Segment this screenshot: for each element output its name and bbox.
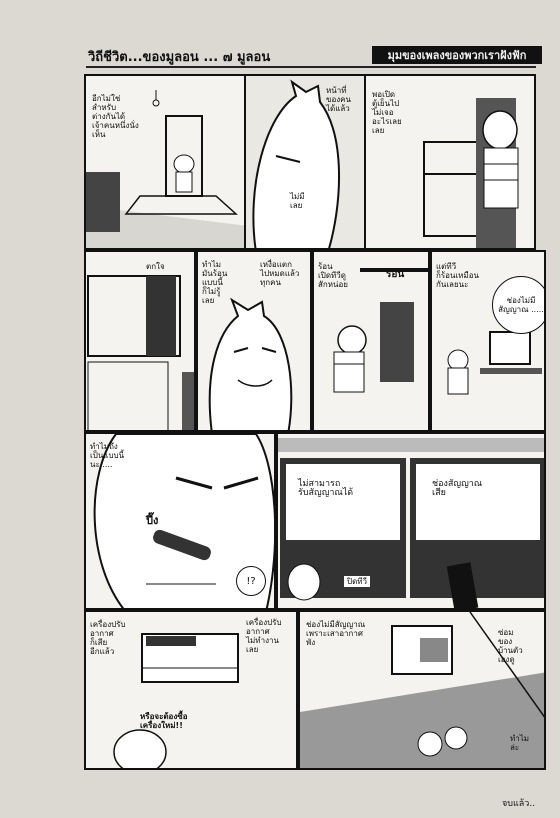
angry-cat-closeup (93, 434, 274, 608)
panel-8: ทำไมถึง เป็นแบบนี้ นะ..... ปึ๊ง !? (84, 432, 276, 610)
panel-10-text: เครื่องปรับ อากาศ ก็เสีย อีกแล้ว (90, 620, 126, 656)
kitchen-illustration (87, 275, 194, 430)
tv-screens-illustration (278, 438, 544, 608)
cat-face-illustration (252, 79, 341, 248)
panel-2-small: ไม่มี เลย (290, 192, 305, 210)
page-title: วิถีชีวิต...ของมูลอน ... ๗ มูลอน (88, 50, 271, 65)
panel-11: ช่องไม่มีสัญญาณ เพราะเสาอากาศ พัง ซ่อม ข… (298, 610, 546, 770)
room-illustration (86, 90, 244, 248)
panel-10-text-right: เครื่องปรับ อากาศ ไม่ทำงาน เลย (246, 618, 282, 654)
panel-6-text: ร้อน เปิดทีวีดู สักหน่อย (318, 262, 348, 289)
panel-4-text: ตกใจ (146, 262, 165, 271)
panel-5: ทำไม มันร้อน แบบนี้ ก็ไม่รู้ เลย เหงื่อแ… (196, 250, 312, 432)
surprise-bubble: !? (236, 566, 266, 596)
cat-tv-illustration (333, 268, 428, 393)
panel-6-sfx: ร้อน (386, 269, 405, 280)
speech-bubble: ช่องไม่มีสัญญาณ ..... (492, 276, 544, 334)
panel-9-sfx: ปิดทีวี (344, 576, 371, 587)
panel-8-sfx: ปึ๊ง (146, 514, 159, 527)
panel-7: แต่ทีวี ก็ร้อนเหมือน กันเลยนะ ช่องไม่มีส… (430, 250, 546, 432)
panel-6: ร้อน เปิดทีวีดู สักหน่อย ร้อน (312, 250, 430, 432)
panel-2-text: หน้าที่ ของคน ได้แล้ว (326, 86, 351, 113)
panel-7-text: แต่ทีวี ก็ร้อนเหมือน กันเลยนะ (436, 262, 479, 289)
panel-9: ไม่สามารถ รับสัญญาณได้ ช่องสัญญาณ เสีย ป… (276, 432, 546, 610)
header-divider (86, 66, 536, 68)
panel-8-text: ทำไมถึง เป็นแบบนี้ นะ..... (90, 442, 125, 469)
panel-1-text: อีกไม่ใช่ สำหรับ ต่างกันได้ เจ้าคนหนึ่งน… (92, 94, 139, 139)
panel-1: อีกไม่ใช่ สำหรับ ต่างกันได้ เจ้าคนหนึ่งน… (84, 74, 246, 250)
sweating-cat-illustration (208, 297, 293, 430)
panel-5-text-right: เหงื่อแตก ไปหมดแล้ว ทุกคน (260, 260, 300, 287)
panel-3: พอเปิด ตู้เย็นไป ไม่เจอ อะไรเลย เลย (364, 74, 536, 250)
panel-3-text: พอเปิด ตู้เย็นไป ไม่เจอ อะไรเลย เลย (372, 90, 402, 135)
panel-10-shout: หรือจะต้องซื้อ เครื่องใหม่!! (140, 712, 188, 730)
panel-10: เครื่องปรับ อากาศ ก็เสีย อีกแล้ว เครื่อง… (84, 610, 298, 770)
panel-9-text-left: ไม่สามารถ รับสัญญาณได้ (298, 479, 354, 498)
panel-4: ตกใจ (84, 250, 196, 432)
tv-room-illustration (447, 331, 542, 395)
fridge-illustration (423, 98, 519, 248)
air-conditioner-illustration (113, 633, 239, 768)
panel-11-text: ช่องไม่มีสัญญาณ เพราะเสาอากาศ พัง (306, 620, 366, 647)
panel-5-text: ทำไม มันร้อน แบบนี้ ก็ไม่รู้ เลย (202, 260, 228, 305)
panel-11-bottom: ทำไม ล่ะ (510, 734, 530, 752)
end-label: จบแล้ว.. (502, 799, 536, 809)
panel-9-text-right: ช่องสัญญาณ เสีย (432, 479, 483, 498)
panel-2: หน้าที่ ของคน ได้แล้ว ไม่มี เลย (244, 74, 366, 250)
panel-11-right: ซ่อม ของ บ้านตัว เองดู (498, 628, 523, 664)
header-strip: มุมของเพลงของพวกเราฝังฟัก (372, 46, 542, 64)
antenna-roof-illustration (300, 612, 544, 768)
